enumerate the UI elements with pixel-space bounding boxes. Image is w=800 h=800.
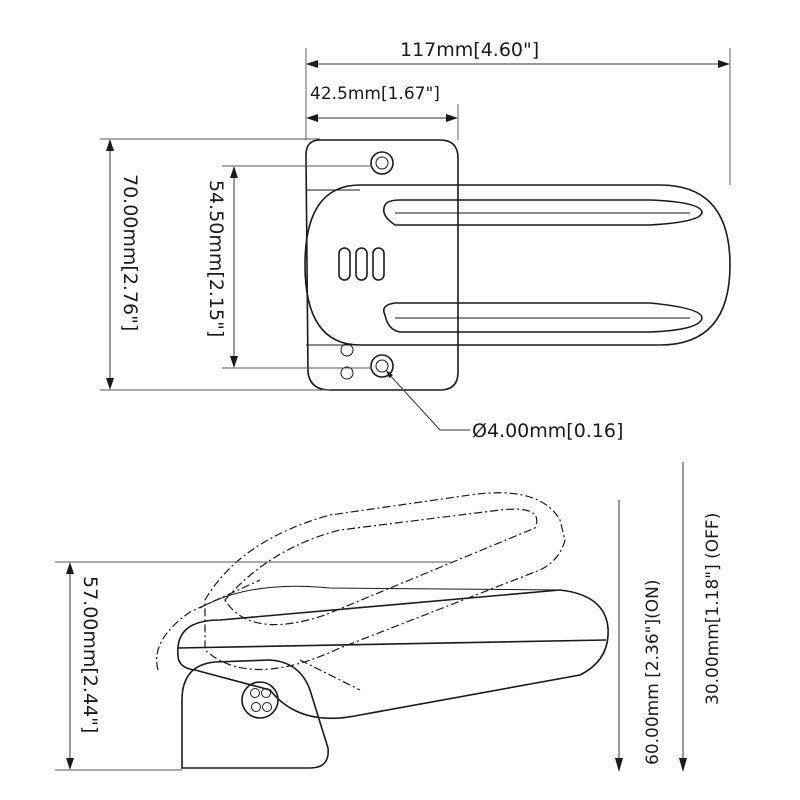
side-view — [156, 492, 609, 769]
hole-spacing-label: 54.50mm[2.15"] — [205, 180, 227, 337]
dimension-side-height: 57.00mm[2.44"] — [55, 561, 450, 771]
side-base-block — [181, 659, 329, 769]
light-body — [304, 184, 731, 346]
dimension-overall-height: 70.00mm[2.76"] — [100, 138, 330, 391]
top-view — [304, 139, 731, 431]
light-body-open — [204, 492, 566, 671]
mount-hole-bottom — [370, 354, 394, 378]
lens-slot-bottom — [382, 302, 703, 333]
lens-slot-top — [382, 199, 703, 226]
light-body-closed — [177, 589, 609, 720]
hole-leader-line — [386, 371, 470, 431]
vent-slot — [355, 247, 368, 281]
dimension-tilt-off: 30.00mm[1.18"] (OFF) — [679, 462, 723, 772]
mount-hole-top — [370, 151, 394, 175]
small-hole — [340, 343, 354, 357]
vent-slot — [372, 247, 385, 281]
mount-base-plate — [305, 139, 459, 391]
small-hole — [340, 366, 354, 380]
vent-slot — [338, 247, 351, 281]
overall-length-label: 117mm[4.60"] — [400, 39, 539, 61]
hole-diameter-label: Ø4.00mm[0.16] — [472, 420, 623, 442]
dimension-overall-length: 117mm[4.60"] — [305, 39, 731, 185]
overall-height-label: 70.00mm[2.76"] — [119, 174, 141, 331]
dimension-mount-width: 42.5mm[1.67"] — [306, 84, 459, 140]
pivot-circle — [241, 681, 279, 719]
mount-width-label: 42.5mm[1.67"] — [310, 84, 440, 104]
dimension-tilt-on: 60.00mm [2.36"](ON) — [615, 500, 663, 772]
side-height-label: 57.00mm[2.44"] — [79, 576, 101, 733]
tilt-on-label: 60.00mm [2.36"](ON) — [643, 580, 663, 766]
dimension-hole-spacing: 54.50mm[2.15"] — [205, 165, 372, 369]
tilt-off-label: 30.00mm[1.18"] (OFF) — [703, 513, 723, 705]
